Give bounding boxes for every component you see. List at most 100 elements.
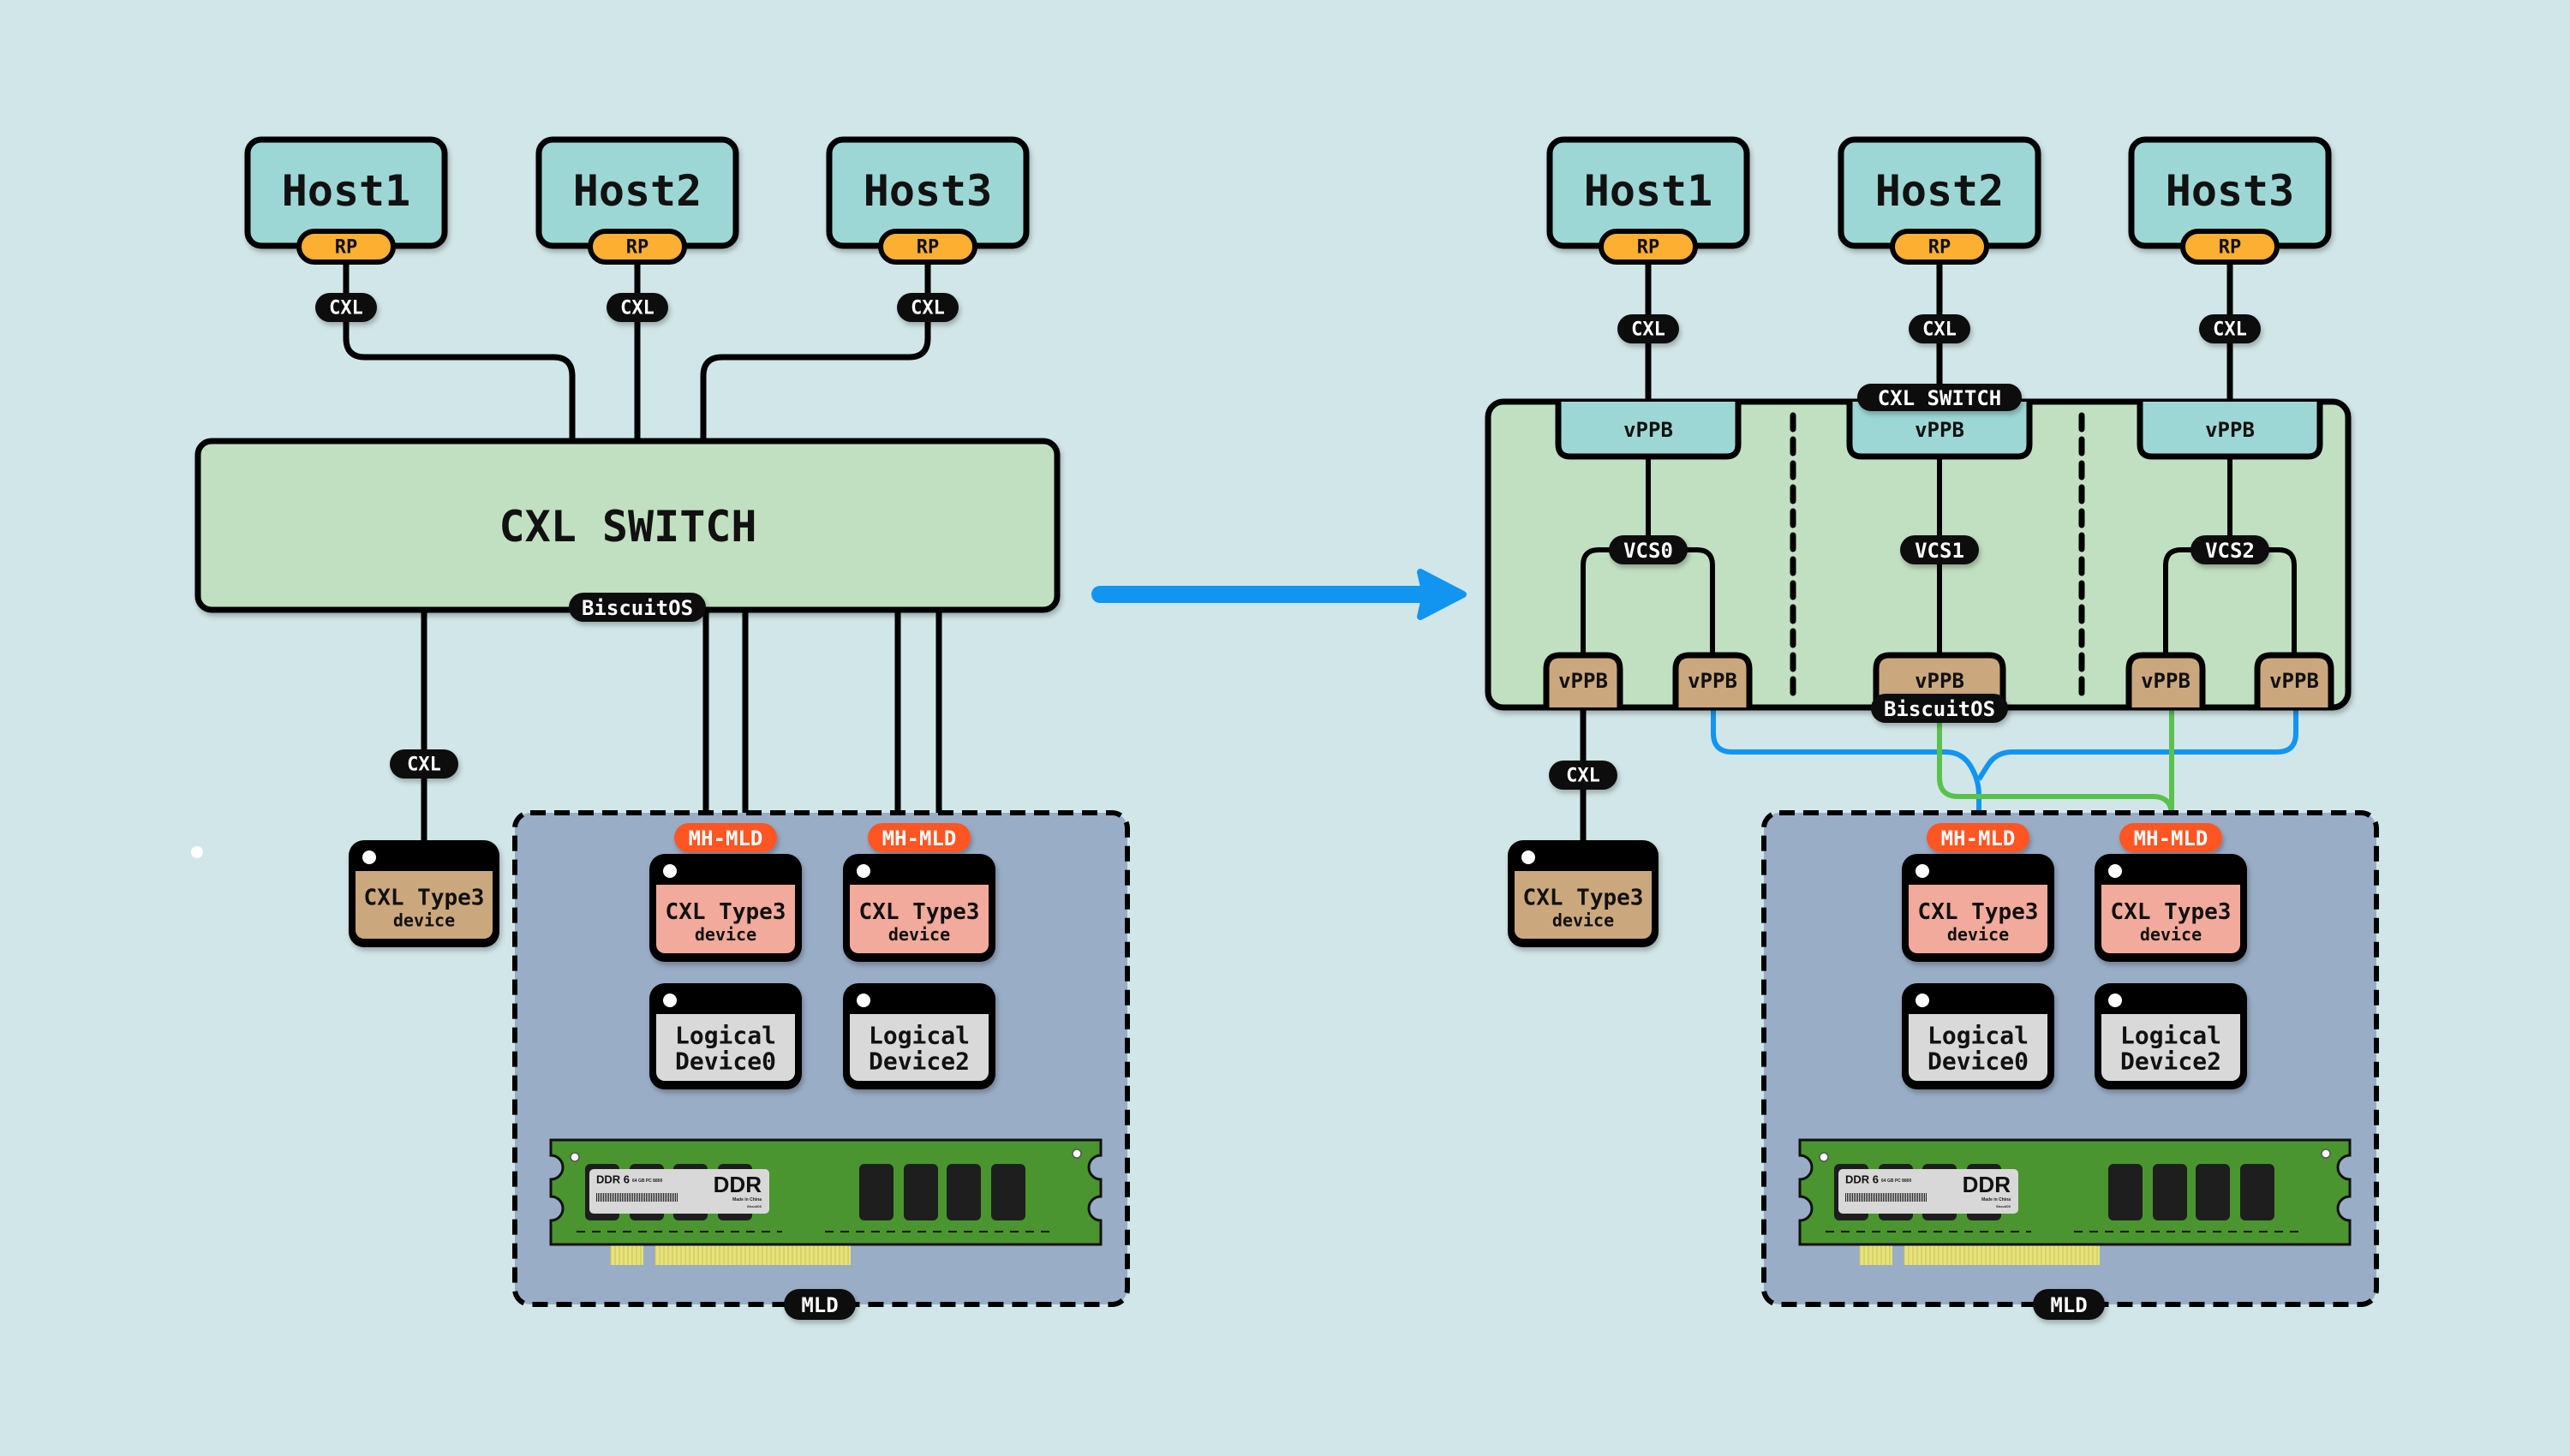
status-led-icon xyxy=(1521,850,1535,864)
cxl-link-badge-bg xyxy=(1549,761,1617,790)
ddr-generation: DDR 6 xyxy=(1845,1173,1879,1186)
ddr-barcode-bar xyxy=(622,1193,623,1202)
ddr-barcode-bar xyxy=(1876,1193,1877,1202)
mh-mld-device-body xyxy=(656,885,795,953)
mh-mld-device-body-top xyxy=(2101,885,2240,898)
cxl-switch-title-badge: CXL SWITCH xyxy=(1857,384,2022,411)
mh-mld-badge: MH-MLD xyxy=(868,823,971,852)
ddr-barcode-bar xyxy=(639,1193,640,1202)
mh-mld-badge-label: MH-MLD xyxy=(882,826,957,850)
ddr-barcode-bar xyxy=(627,1193,628,1202)
ddr-label-bg xyxy=(1838,1169,2018,1214)
root-port: RP xyxy=(1599,229,1698,265)
vcs-badge: VCS2 xyxy=(2190,535,2269,564)
ddr-barcode-bar xyxy=(1847,1193,1848,1202)
cxl-link-badge: CXL xyxy=(315,293,377,322)
cxl-link-badge: CXL xyxy=(1549,761,1617,790)
downstream-vppb-label: vPPB xyxy=(1915,669,1964,693)
ddr-barcode-bar xyxy=(1905,1193,1906,1202)
downstream-vppb xyxy=(2254,652,2334,707)
cxl-type3-device-body xyxy=(1515,871,1652,939)
ddr-barcode-bar xyxy=(637,1193,638,1202)
ddr-chip xyxy=(947,1164,981,1220)
ddr-barcode-bar xyxy=(1886,1193,1887,1202)
cxl-link-badge-bg xyxy=(897,293,959,322)
ddr-mount-hole-icon xyxy=(1072,1149,1082,1159)
ddr-barcode-bar xyxy=(649,1193,650,1202)
ddr-barcode-bar xyxy=(1893,1193,1894,1202)
vcs-badge-label: VCS0 xyxy=(1623,539,1673,563)
ddr-barcode-bar xyxy=(1866,1193,1867,1202)
downstream-vppb-label: vPPB xyxy=(2269,669,2319,693)
logical-device-line1: Logical xyxy=(869,1022,970,1050)
downstream-vppb xyxy=(1672,652,1753,707)
ddr-barcode-bar xyxy=(653,1193,654,1202)
mh-mld-device-body-top xyxy=(850,885,989,898)
status-led-icon xyxy=(857,864,870,878)
root-port-label: RP xyxy=(626,237,649,259)
status-led-icon xyxy=(1916,994,1929,1007)
cxl-link-badge: CXL xyxy=(897,293,959,322)
root-port: RP xyxy=(588,229,687,265)
vcs-link xyxy=(2247,547,2297,664)
ddr-barcode-bar xyxy=(658,1193,659,1202)
cxl-switch-title: CXL SWITCH xyxy=(499,502,756,552)
ddr-maker: BiscuitOS xyxy=(1996,1205,2011,1208)
root-port-badge xyxy=(2180,229,2280,265)
ddr-chip xyxy=(904,1164,938,1220)
mh-mld-device-body xyxy=(2101,885,2240,953)
ddr-barcode-bar xyxy=(601,1193,602,1202)
cxl-type3-device-title: CXL Type3 xyxy=(364,886,485,911)
ddr-barcode-bar xyxy=(1912,1193,1913,1202)
logical-device-body xyxy=(2101,1014,2240,1081)
cxl-link-badge-label: CXL xyxy=(1566,766,1600,787)
vcs-link xyxy=(1665,547,1715,664)
cxl-link-badge-bg xyxy=(607,293,668,322)
ddr-barcode-bar xyxy=(1885,1193,1886,1202)
mh-mld-device-body xyxy=(850,885,989,953)
ddr-barcode-bar xyxy=(1869,1193,1870,1202)
host-label: Host3 xyxy=(2166,166,2295,216)
ddr-brand: DDR xyxy=(714,1172,762,1197)
cxl-link-badge-bg xyxy=(2199,314,2261,343)
mld-label-badge: MLD xyxy=(2033,1289,2105,1320)
biscuitos-badge: BiscuitOS xyxy=(569,593,706,622)
ddr-barcode-bar xyxy=(670,1193,671,1202)
cxl-link-badge: CXL xyxy=(2199,314,2261,343)
ddr-barcode-bar xyxy=(1924,1193,1925,1202)
root-port: RP xyxy=(878,229,977,265)
logical-device-line2: Device2 xyxy=(2120,1047,2221,1076)
root-port-badge xyxy=(588,229,687,265)
biscuitos-badge-bg xyxy=(1871,694,2008,723)
ddr-barcode-bar xyxy=(612,1193,613,1202)
ddr-barcode-bar xyxy=(615,1193,616,1202)
ddr-brand: DDR xyxy=(1963,1172,2011,1197)
ddr-mount-hole-icon xyxy=(570,1152,580,1162)
logical-device-body xyxy=(1909,1014,2047,1081)
cxl-link-badge: CXL xyxy=(390,749,458,779)
ddr-barcode-bar xyxy=(1845,1193,1846,1202)
mh-mld-badge-bg xyxy=(1927,823,2029,852)
vcs-badge-bg xyxy=(2190,535,2269,564)
ddr-maker: BiscuitOS xyxy=(747,1205,762,1208)
root-port-badge xyxy=(878,229,977,265)
ddr-barcode-bar xyxy=(632,1193,633,1202)
cxl-link-badge: CXL xyxy=(607,293,668,322)
root-port: RP xyxy=(2180,229,2280,265)
root-port-label: RP xyxy=(1637,237,1660,259)
ddr-barcode-bar xyxy=(663,1193,664,1202)
transition-arrow xyxy=(1091,569,1467,620)
